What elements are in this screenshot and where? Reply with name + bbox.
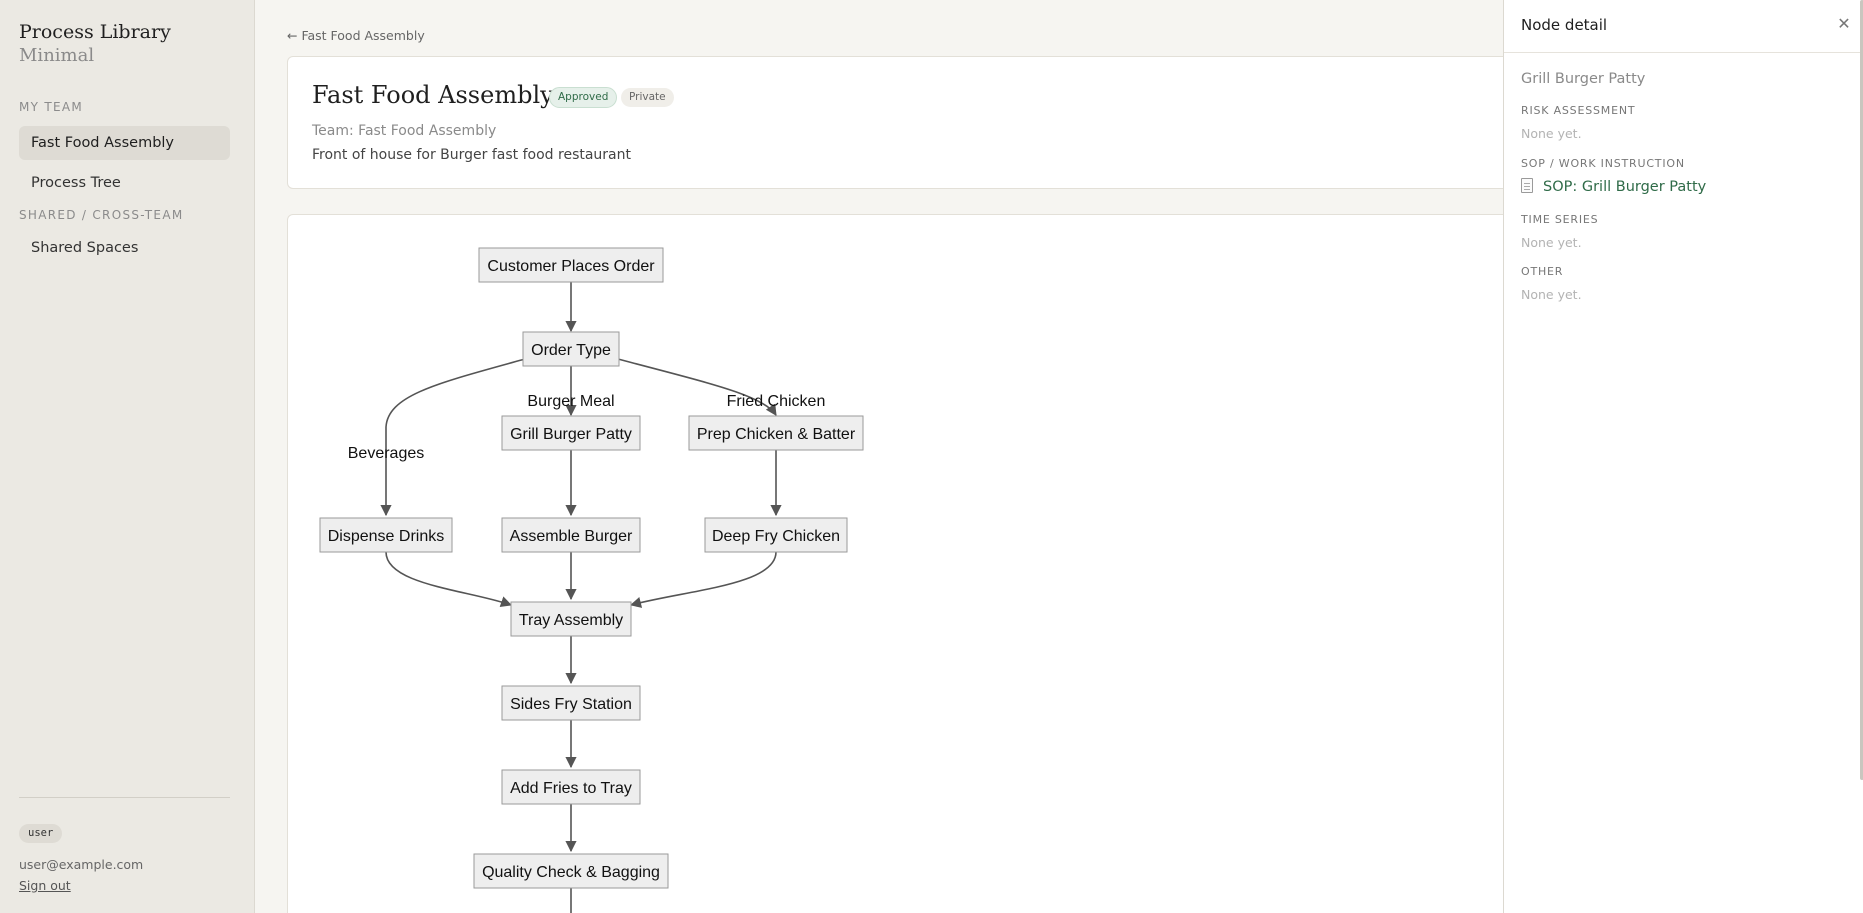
sidebar-item-process-tree[interactable]: Process Tree	[31, 175, 121, 191]
time-series-value: None yet.	[1521, 235, 1582, 250]
section-label-shared: Shared / cross-team	[19, 208, 184, 222]
process-diagram: Beverages Burger Meal Fried Chicken Cust…	[287, 214, 1587, 913]
other-label: Other	[1521, 265, 1564, 278]
sop-link[interactable]: SOP: Grill Burger Patty	[1521, 178, 1706, 195]
node-label: Sides Fry Station	[510, 696, 632, 713]
sop-label: SOP / work instruction	[1521, 157, 1685, 170]
node-quality-check-bagging[interactable]: Quality Check & Bagging	[473, 853, 669, 889]
page-title: Fast Food Assembly	[312, 81, 554, 109]
document-icon	[1521, 178, 1533, 193]
sop-link-text: SOP: Grill Burger Patty	[1543, 179, 1707, 195]
risk-assessment-label: Risk assessment	[1521, 104, 1636, 117]
panel-scrollbar[interactable]	[1860, 0, 1863, 780]
node-add-fries-to-tray[interactable]: Add Fries to Tray	[501, 769, 641, 805]
edge-order-drinks	[380, 358, 526, 517]
status-badge: Approved	[549, 87, 618, 108]
node-label: Prep Chicken & Batter	[697, 426, 856, 443]
section-label-my-team: My team	[19, 100, 84, 114]
edge-label-burger-meal: Burger Meal	[527, 393, 614, 410]
visibility-badge: Private	[621, 88, 674, 107]
brand-subtitle: Minimal	[19, 45, 95, 66]
node-label: Add Fries to Tray	[510, 780, 632, 797]
sign-out-link[interactable]: Sign out	[19, 878, 71, 893]
edge-drinks-tray	[385, 551, 513, 607]
brand: Process Library Minimal	[19, 20, 171, 68]
panel-title: Node detail	[1521, 16, 1608, 34]
risk-assessment-value: None yet.	[1521, 126, 1582, 141]
edge-label-fried-chicken: Fried Chicken	[727, 393, 826, 410]
edge-order-prep	[617, 358, 777, 416]
time-series-label: Time series	[1521, 213, 1599, 226]
node-order-type[interactable]: Order Type	[522, 331, 620, 367]
brand-title: Process Library	[19, 21, 171, 43]
sidebar-divider	[19, 797, 230, 798]
process-header-card: Fast Food Assembly Approved Private Team…	[287, 56, 1587, 189]
node-label: Deep Fry Chicken	[712, 528, 840, 545]
node-label: Customer Places Order	[487, 258, 655, 275]
flowchart-svg: Beverages Burger Meal Fried Chicken Cust…	[319, 247, 864, 913]
role-badge: user	[19, 824, 63, 843]
node-detail-panel: Node detail ✕ Grill Burger Patty Risk as…	[1503, 0, 1863, 913]
sidebar: Process Library Minimal My team Fast Foo…	[0, 0, 255, 913]
sidebar-item-fast-food-assembly[interactable]: Fast Food Assembly	[19, 126, 230, 160]
process-description: Front of house for Burger fast food rest…	[312, 147, 631, 163]
node-deep-fry-chicken[interactable]: Deep Fry Chicken	[704, 517, 848, 553]
other-value: None yet.	[1521, 287, 1582, 302]
node-label: Quality Check & Bagging	[482, 864, 660, 881]
node-label: Grill Burger Patty	[510, 426, 632, 443]
panel-header: Node detail ✕	[1504, 0, 1863, 53]
selected-node-name: Grill Burger Patty	[1521, 71, 1646, 87]
edge-label-beverages: Beverages	[348, 445, 425, 462]
node-label: Order Type	[531, 342, 611, 359]
node-tray-assembly[interactable]: Tray Assembly	[510, 601, 632, 637]
sidebar-item-shared-spaces[interactable]: Shared Spaces	[31, 240, 139, 256]
node-prep-chicken-batter[interactable]: Prep Chicken & Batter	[688, 415, 864, 451]
node-grill-burger-patty[interactable]: Grill Burger Patty	[501, 415, 641, 451]
edge-deepfry-tray	[629, 551, 777, 608]
back-link[interactable]: ← Fast Food Assembly	[287, 28, 425, 43]
team-line: Team: Fast Food Assembly	[312, 123, 497, 139]
user-email: user@example.com	[19, 857, 144, 872]
node-sides-fry-station[interactable]: Sides Fry Station	[501, 685, 641, 721]
node-customer-places-order[interactable]: Customer Places Order	[478, 247, 664, 283]
node-label: Assemble Burger	[510, 528, 633, 545]
node-label: Dispense Drinks	[328, 528, 444, 545]
node-label: Tray Assembly	[519, 612, 623, 629]
edges	[380, 282, 782, 913]
close-icon[interactable]: ✕	[1837, 14, 1851, 33]
node-dispense-drinks[interactable]: Dispense Drinks	[319, 517, 453, 553]
node-assemble-burger[interactable]: Assemble Burger	[501, 517, 641, 553]
